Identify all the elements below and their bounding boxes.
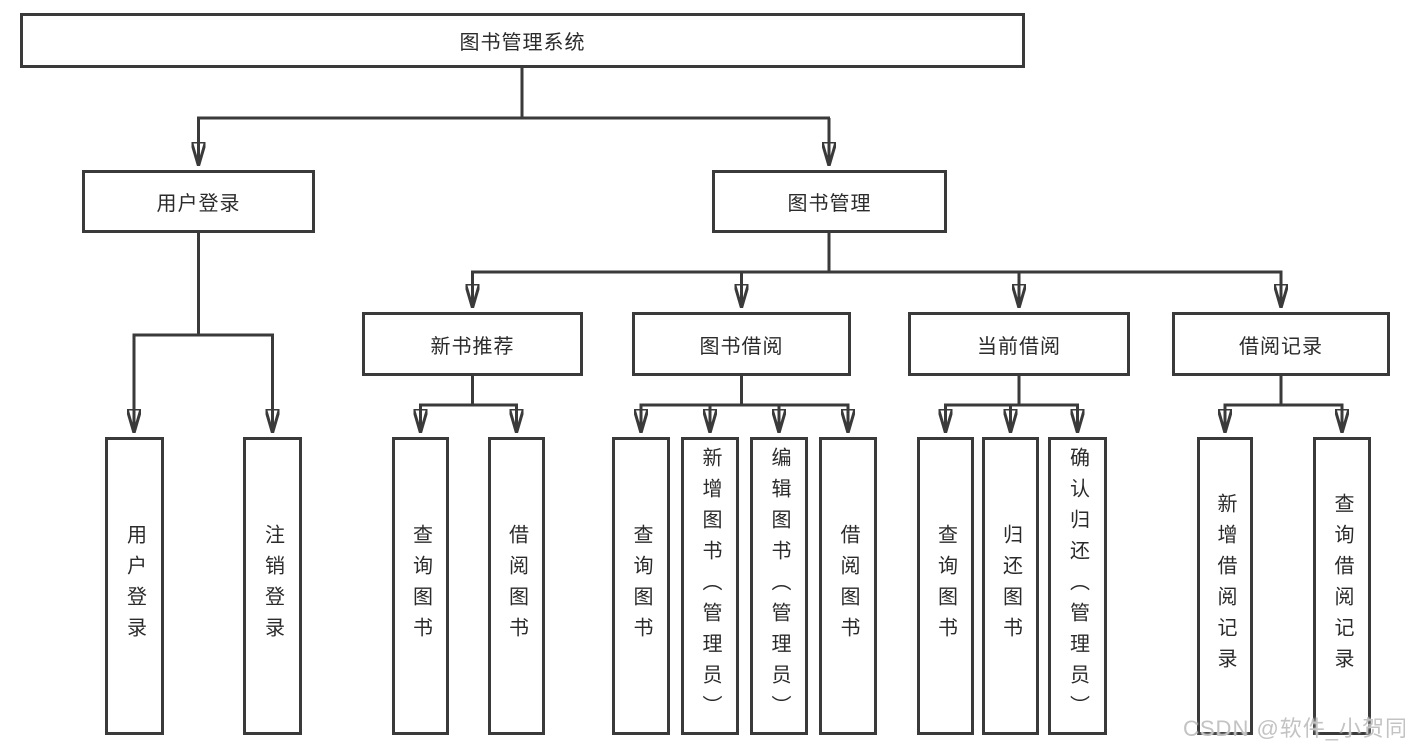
leaf-cb-confirm-return-label: 确认归还（管理员）: [1066, 446, 1089, 726]
leaf-bb-add-books-label: 新增图书（管理员）: [699, 446, 721, 726]
leaf-bb-query-books: 查询图书: [612, 437, 670, 735]
node-new-book-recommend-label: 新书推荐: [430, 335, 515, 358]
node-root-label: 图书管理系统: [459, 32, 586, 54]
node-borrow-records: 借阅记录: [1172, 312, 1390, 376]
node-borrow-records-label: 借阅记录: [1239, 335, 1323, 358]
node-new-book-recommend: 新书推荐: [362, 312, 583, 376]
leaf-cb-return-books: 归还图书: [982, 437, 1039, 735]
node-book-management: 图书管理: [712, 170, 947, 233]
leaf-cb-query-books-label: 查询图书: [934, 524, 957, 648]
leaf-logout-label: 注销登录: [261, 524, 284, 648]
leaf-cb-query-books: 查询图书: [917, 437, 974, 735]
leaf-user-login-label: 用户登录: [123, 524, 146, 648]
leaf-br-add-record-label: 新增借阅记录: [1214, 493, 1236, 679]
leaf-bb-borrow-books-label: 借阅图书: [837, 524, 859, 648]
leaf-br-add-record: 新增借阅记录: [1197, 437, 1253, 735]
leaf-nbr-borrow-books-label: 借阅图书: [505, 524, 528, 648]
node-book-management-label: 图书管理: [787, 193, 872, 215]
leaf-logout: 注销登录: [243, 437, 302, 735]
leaf-nbr-borrow-books: 借阅图书: [488, 437, 545, 735]
leaf-bb-borrow-books: 借阅图书: [819, 437, 877, 735]
leaf-cb-return-books-label: 归还图书: [999, 524, 1022, 648]
leaf-user-login: 用户登录: [105, 437, 164, 735]
leaf-br-query-record-label: 查询借阅记录: [1331, 493, 1353, 679]
leaf-cb-confirm-return: 确认归还（管理员）: [1048, 437, 1107, 735]
node-current-borrow-label: 当前借阅: [977, 335, 1061, 358]
leaf-nbr-query-books-label: 查询图书: [409, 524, 432, 648]
node-book-borrow: 图书借阅: [632, 312, 851, 376]
node-user-login-label: 用户登录: [156, 193, 241, 215]
leaf-bb-query-books-label: 查询图书: [630, 524, 652, 648]
watermark: CSDN @软件_小贺同学: [1183, 716, 1405, 741]
leaf-nbr-query-books: 查询图书: [392, 437, 449, 735]
node-user-login: 用户登录: [82, 170, 315, 233]
leaf-bb-edit-books: 编辑图书（管理员）: [750, 437, 808, 735]
node-root: 图书管理系统: [20, 13, 1025, 68]
node-current-borrow: 当前借阅: [908, 312, 1130, 376]
node-book-borrow-label: 图书借阅: [699, 335, 784, 358]
leaf-br-query-record: 查询借阅记录: [1313, 437, 1371, 735]
leaf-bb-add-books: 新增图书（管理员）: [681, 437, 739, 735]
leaf-bb-edit-books-label: 编辑图书（管理员）: [768, 446, 790, 726]
